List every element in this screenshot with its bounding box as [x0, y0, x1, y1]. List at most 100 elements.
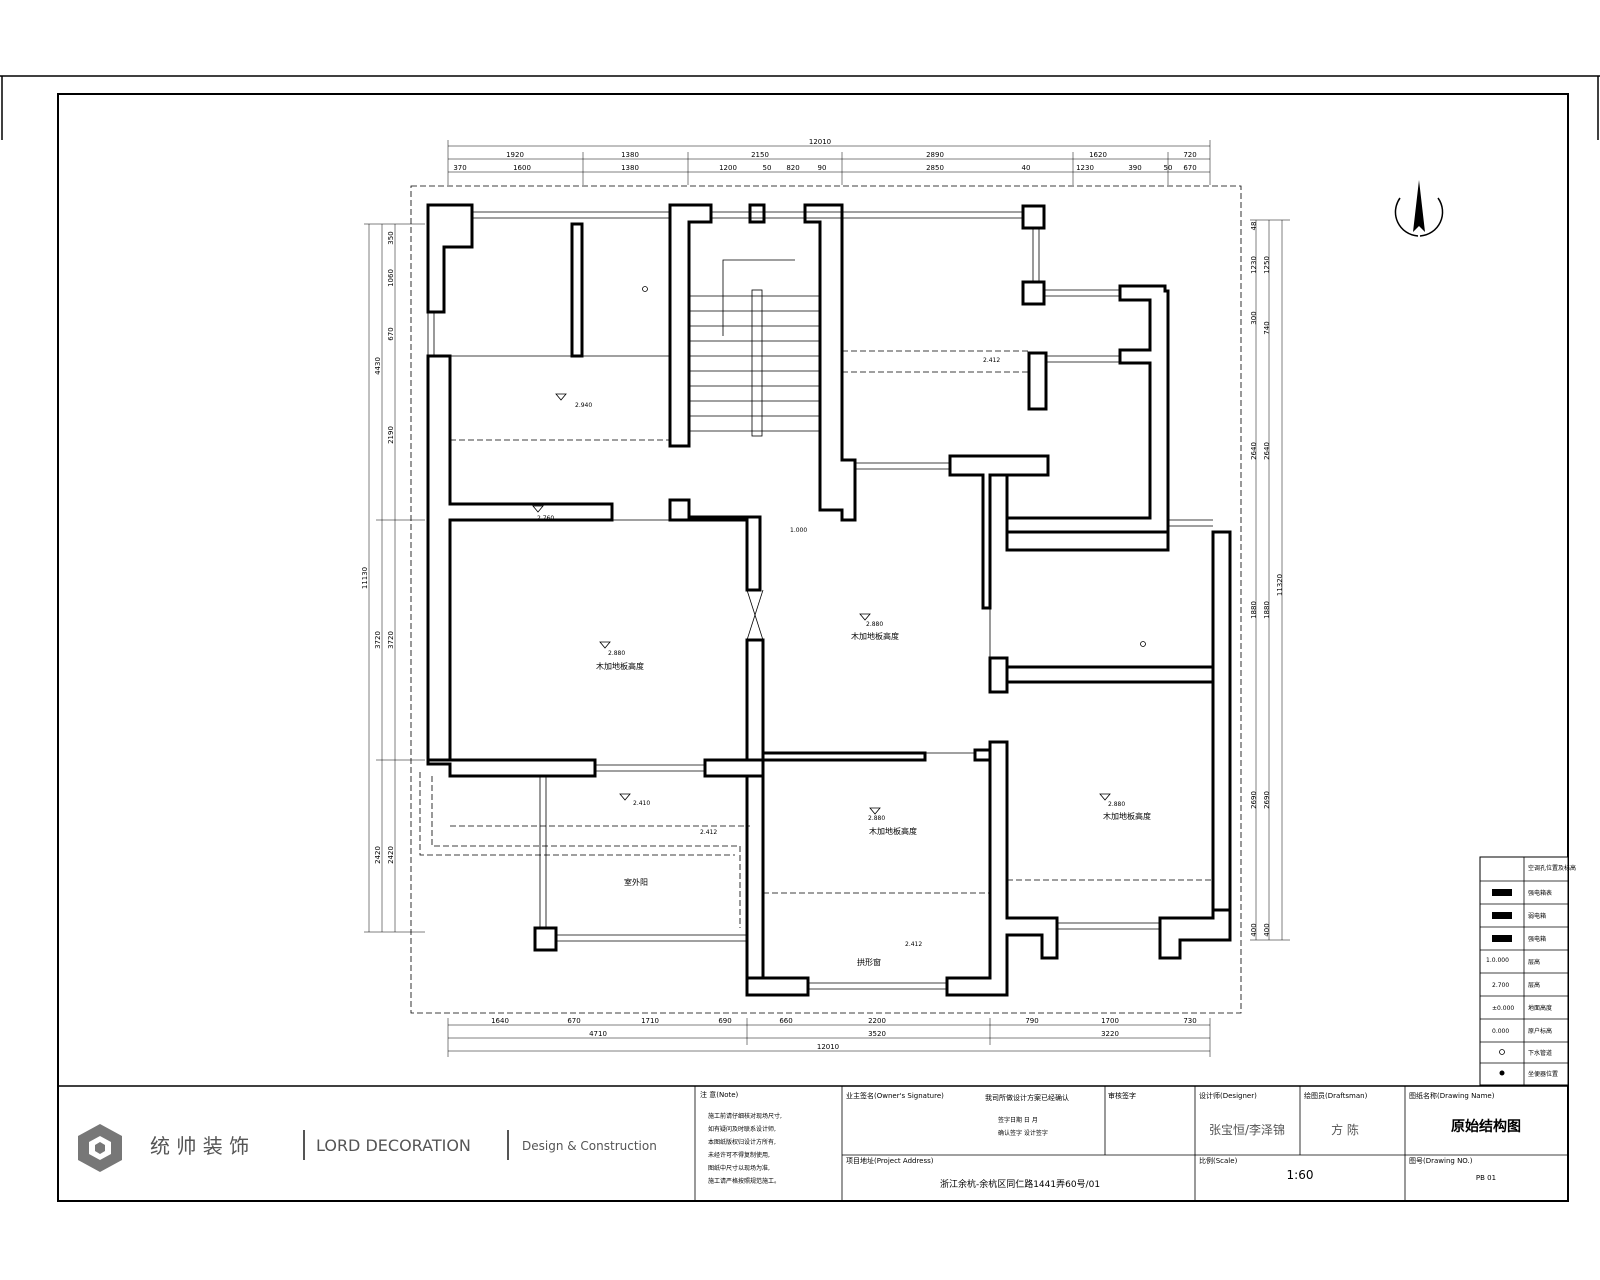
right-dim-5: 1880: [1250, 601, 1258, 619]
top-sub-6: 820: [786, 164, 799, 172]
bottom-dim-7: 790: [1025, 1017, 1038, 1025]
elev-label-b: 2.760: [537, 515, 554, 522]
legend-drain-icon: [1499, 1049, 1505, 1055]
legend-value-1: 1.0.000: [1486, 957, 1509, 964]
right-sub-1: 1250: [1263, 256, 1271, 274]
note-label-j: 2.412: [905, 941, 922, 948]
drawing-no: PB 01: [1476, 1174, 1496, 1182]
right-dimensions: 48 1230 300 2640 1880 2690 400 1250 740 …: [1250, 219, 1290, 941]
elev-label-c: 2.880: [608, 650, 625, 657]
note-label-i: 2.412: [700, 829, 717, 836]
floor-drain-icon: [642, 286, 648, 292]
legend-value-3: ±0.000: [1492, 1005, 1514, 1012]
top-sub-2: 1600: [513, 164, 531, 172]
legend-weak-box-icon: [1492, 912, 1512, 919]
top-sub-8: 2850: [926, 164, 944, 172]
legend-table: 空调孔位置及标高 强电箱表 弱电箱 强电箱 层高 层高 地面高度 原户标高 下水…: [1479, 856, 1576, 1086]
bottom-dim-2: 670: [567, 1017, 580, 1025]
walls: [426, 203, 1232, 997]
top-sub-1: 370: [453, 164, 466, 172]
top-dim-1: 1920: [506, 151, 524, 159]
bottom-dim-3: 1710: [641, 1017, 659, 1025]
legend-value-2: 2.700: [1492, 982, 1509, 989]
note-line-4: 未经许可不得复制使用,: [708, 1151, 770, 1159]
left-dim-1: 350: [387, 231, 395, 244]
top-sub-3: 1380: [621, 164, 639, 172]
right-dim-6: 2690: [1250, 791, 1258, 809]
top-dim-5: 1620: [1089, 151, 1107, 159]
bottom-dimensions: 1640 670 1710 690 660 2200 790 1700 730 …: [447, 1017, 1211, 1057]
right-dim-7: 400: [1250, 923, 1258, 936]
legend-label-4: 强电箱: [1528, 935, 1546, 943]
top-sub-9: 40: [1022, 164, 1031, 172]
wood-floor-label-4: 木加地板高度: [1103, 811, 1151, 821]
top-sub-12: 50: [1164, 164, 1173, 172]
drafter-name: 方 陈: [1331, 1122, 1359, 1137]
left-dim-5: 3720: [387, 631, 395, 649]
legend-label-6: 层高: [1528, 981, 1540, 989]
left-sub-1: 3720: [374, 631, 382, 649]
left-sub-2: 2420: [374, 846, 382, 864]
top-dim-2: 1380: [621, 151, 639, 159]
top-dim-4: 2890: [926, 151, 944, 159]
floor-drain-icon-2: [1140, 641, 1146, 647]
note-line-5: 图纸中尺寸以现场为准,: [708, 1164, 770, 1172]
legend-label-7: 地面高度: [1528, 1004, 1552, 1012]
drawing-frame: [57, 93, 1569, 1202]
drawing-no-label: 图号(Drawing NO.): [1409, 1157, 1473, 1165]
staircase: [689, 259, 820, 437]
right-dim-2: 1230: [1250, 256, 1258, 274]
bottom-dim-5: 660: [779, 1017, 792, 1025]
top-sub-10: 1230: [1076, 164, 1094, 172]
top-dim-3: 2150: [751, 151, 769, 159]
top-sub-5: 50: [763, 164, 772, 172]
legend-label-2: 强电箱表: [1528, 889, 1552, 897]
note-label: 注 意(Note): [700, 1090, 739, 1099]
right-dim-3: 300: [1250, 311, 1258, 324]
legend-label-8: 原户标高: [1528, 1027, 1552, 1035]
owner-sub-1: 签字日期 日 月: [998, 1116, 1038, 1124]
bottom-dim-6: 2200: [868, 1017, 886, 1025]
title-block: 统 帅 装 饰 LORD DECORATION Design & Constru…: [58, 1085, 1568, 1201]
bottom-sub-2: 3520: [868, 1030, 886, 1038]
legend-toilet-icon: [1499, 1070, 1505, 1076]
bottom-dim-9: 730: [1183, 1017, 1196, 1025]
bottom-sub-3: 3220: [1101, 1030, 1119, 1038]
legend-label-3: 弱电箱: [1528, 912, 1546, 920]
top-total-dim: 12010: [809, 138, 831, 146]
company-name-en: LORD DECORATION: [316, 1136, 471, 1155]
right-sub-5: 2690: [1263, 791, 1271, 809]
legend-label-1: 空调孔位置及标高: [1528, 864, 1576, 872]
top-sub-13: 670: [1183, 164, 1196, 172]
right-dim-4: 2640: [1250, 442, 1258, 460]
elev-label-f: 2.880: [1108, 801, 1125, 808]
legend-value-4: 0.000: [1492, 1028, 1509, 1035]
right-dim-1: 48: [1250, 222, 1258, 231]
review-label: 审核签字: [1108, 1091, 1136, 1100]
designer-label: 设计师(Designer): [1199, 1091, 1257, 1100]
left-dim-4: 2190: [387, 426, 395, 444]
bottom-dim-8: 1700: [1101, 1017, 1119, 1025]
company-tagline: Design & Construction: [522, 1139, 657, 1153]
window-lines: [427, 211, 1213, 990]
left-dim-2: 1060: [387, 269, 395, 287]
top-sub-11: 390: [1128, 164, 1141, 172]
elev-label-i: 1.000: [790, 527, 807, 534]
address-label: 项目地址(Project Address): [846, 1156, 934, 1165]
left-dim-3: 670: [387, 327, 395, 340]
owner-sub-2: 确认签字 设计签字: [998, 1129, 1048, 1137]
right-sub-4: 1880: [1263, 601, 1271, 619]
elev-label-g: 2.410: [633, 800, 650, 807]
note-line-2: 如有疑问及时联系设计师,: [708, 1125, 776, 1133]
owner-label: 业主签名(Owner's Signature): [846, 1091, 944, 1100]
wood-floor-label-3: 木加地板高度: [869, 826, 917, 836]
drawing-name: 原始结构图: [1451, 1118, 1521, 1135]
arch-window-label: 拱形窗: [857, 957, 881, 967]
elev-label-a: 2.940: [575, 402, 592, 409]
wood-floor-label-1: 木加地板高度: [596, 661, 644, 671]
right-sub-6: 400: [1263, 923, 1271, 936]
left-total-dim: 11130: [361, 567, 369, 589]
beam-lines: [419, 350, 1213, 928]
balcony-label: 室外阳: [624, 877, 648, 887]
scale-label: 比例(Scale): [1199, 1156, 1238, 1165]
